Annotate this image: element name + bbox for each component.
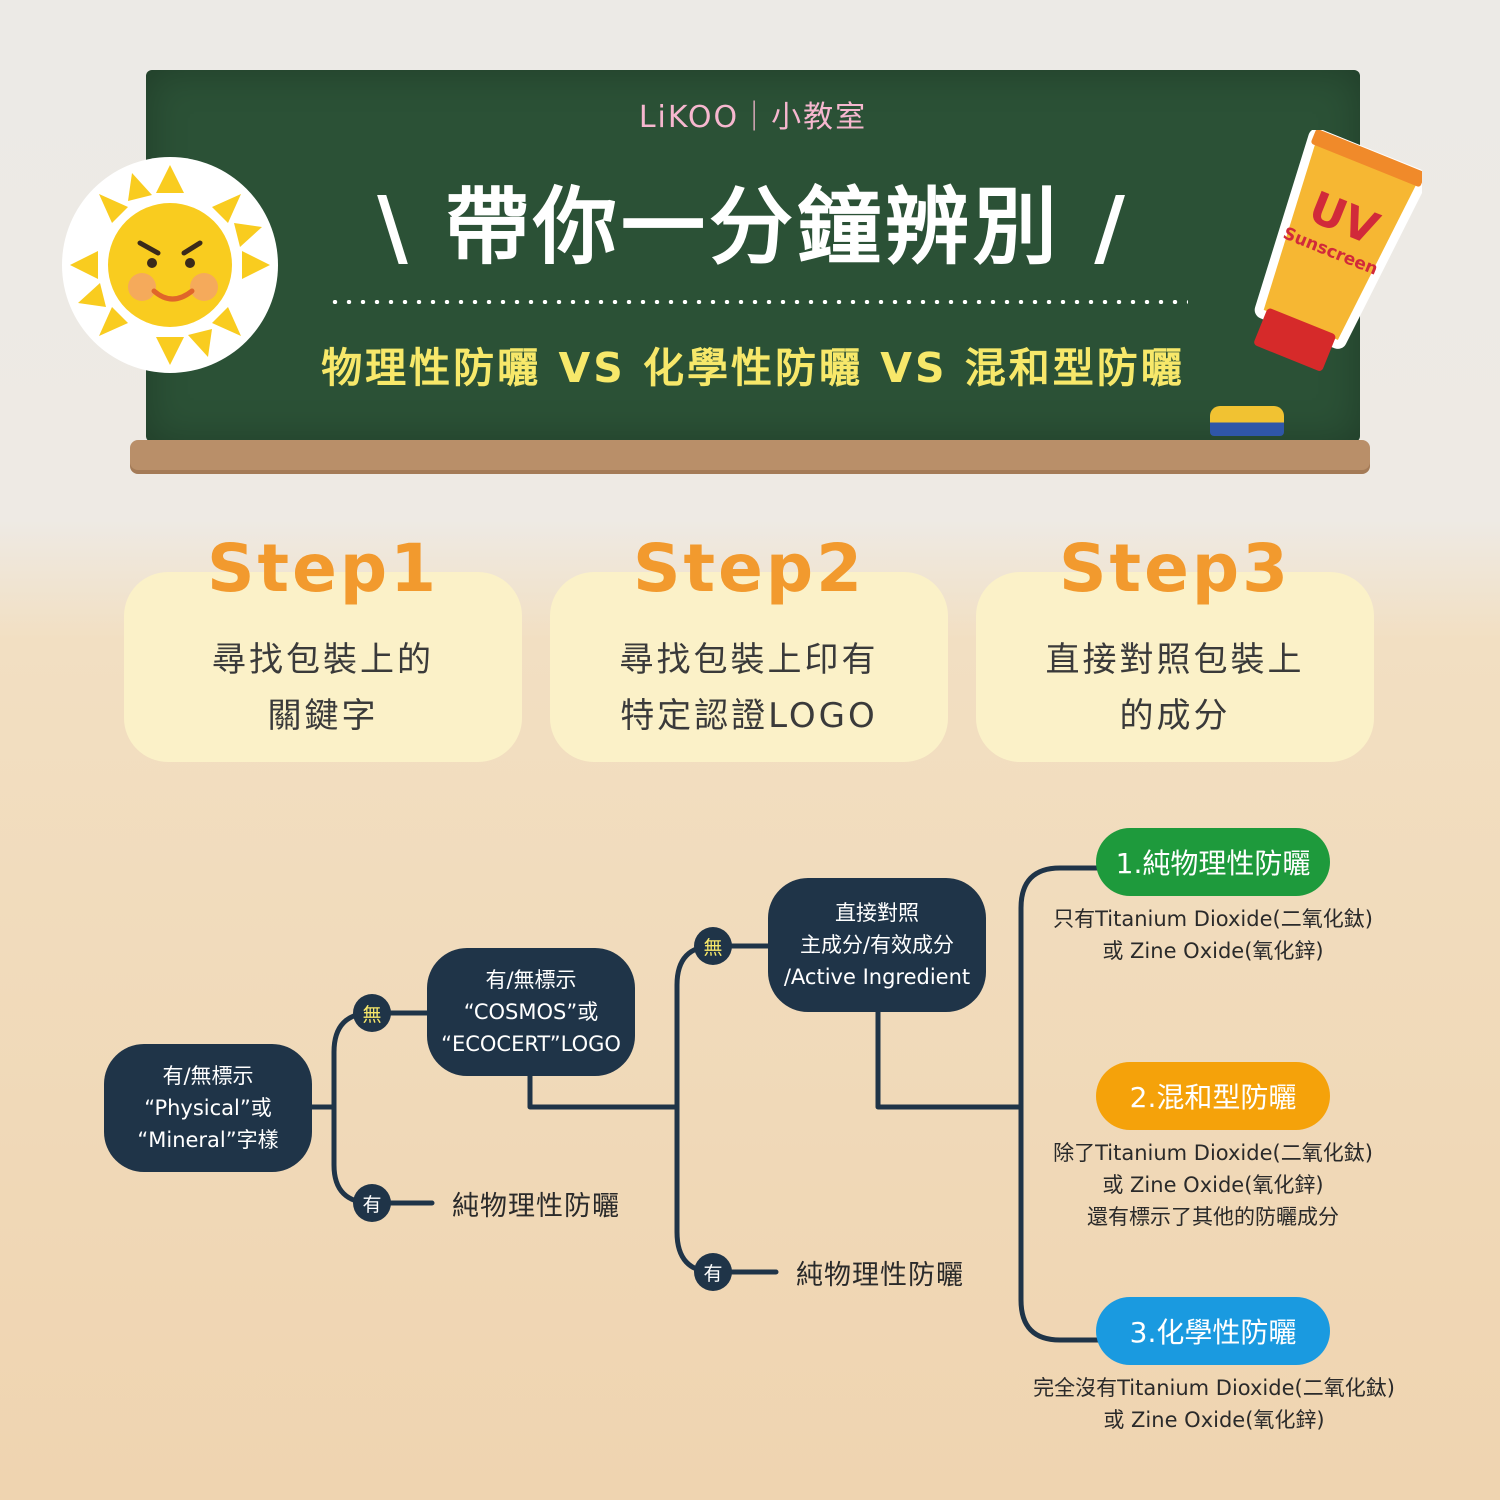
connector-q2-no [674, 943, 773, 1110]
desc1-line1: 只有Titanium Dioxide(二氧化鈦) [1053, 907, 1373, 931]
step1-line1: 尋找包裝上的 [212, 640, 434, 680]
result-pill-pure-physical: 1.純物理性防曬 [1096, 828, 1330, 896]
chalkboard [146, 70, 1360, 442]
chalkboard-ledge [130, 440, 1370, 470]
desc3-line1: 完全沒有Titanium Dioxide(二氧化鈦) [1033, 1376, 1395, 1400]
step1-title: Step1 [206, 530, 439, 607]
branch-yes-badge-q1: 有 [353, 1184, 391, 1222]
q1-line2: “Physical”或 [144, 1096, 272, 1120]
connector-result-1 [1018, 865, 1103, 1110]
desc2-line3: 還有標示了其他的防曬成分 [1087, 1205, 1339, 1229]
connector-q2-out [527, 1073, 680, 1110]
branch-no-badge-q1: 無 [353, 994, 391, 1032]
step1-line2: 關鍵字 [267, 696, 379, 736]
q2-line2: “COSMOS”或 [463, 1000, 599, 1024]
dotted-divider [328, 300, 1188, 304]
step2-title: Step2 [632, 530, 865, 607]
result-pill-chemical: 3.化學性防曬 [1096, 1297, 1330, 1365]
branch-yes-badge-q2: 有 [694, 1253, 732, 1291]
result-pill-hybrid: 2.混和型防曬 [1096, 1062, 1330, 1130]
connector-q3-out [875, 1009, 1024, 1110]
q3-line1: 直接對照 [835, 901, 919, 925]
result-desc-pure-physical: 只有Titanium Dioxide(二氧化鈦) 或 Zine Oxide(氧化… [1018, 903, 1408, 967]
sunscreen-tube-icon: UV Sunscreen [1254, 130, 1422, 371]
q2-line1: 有/無標示 [485, 968, 577, 992]
branch-no-badge-q2: 無 [694, 927, 732, 965]
result-desc-hybrid: 除了Titanium Dioxide(二氧化鈦) 或 Zine Oxide(氧化… [1018, 1137, 1408, 1233]
step1-card [124, 572, 522, 762]
eraser-icon [1210, 406, 1284, 436]
q1-line1: 有/無標示 [162, 1064, 254, 1088]
leaf-pure-physical-2: 純物理性防曬 [796, 1260, 964, 1291]
desc3-line2: 或 Zine Oxide(氧化鋅) [1103, 1408, 1325, 1432]
desc2-line1: 除了Titanium Dioxide(二氧化鈦) [1053, 1141, 1373, 1165]
q3-line3: /Active Ingredient [783, 965, 971, 989]
step3-line2: 的成分 [1119, 696, 1231, 736]
step3-line1: 直接對照包裝上 [1045, 640, 1305, 680]
sun-icon [62, 157, 278, 373]
q1-line3: “Mineral”字樣 [137, 1128, 279, 1152]
connector-q2-yes [674, 1104, 779, 1275]
question-node-cosmos-ecocert: 有/無標示 “COSMOS”或 “ECOCERT”LOGO [427, 948, 635, 1076]
question-node-physical-mineral: 有/無標示 “Physical”或 “Mineral”字樣 [104, 1044, 312, 1172]
headline: \ 帶你一分鐘辨別 / [377, 178, 1129, 276]
result-desc-chemical: 完全沒有Titanium Dioxide(二氧化鈦) 或 Zine Oxide(… [1012, 1372, 1416, 1436]
question-node-active-ingredient: 直接對照 主成分/有效成分 /Active Ingredient [768, 878, 986, 1012]
desc1-line2: 或 Zine Oxide(氧化鋅) [1102, 939, 1324, 963]
subheadline: 物理性防曬 VS 化學性防曬 VS 混和型防曬 [321, 344, 1185, 392]
step2-line2: 特定認證LOGO [620, 696, 878, 736]
step3-title: Step3 [1058, 530, 1291, 607]
step3-text: 直接對照包裝上 的成分 [976, 632, 1374, 744]
q3-line2: 主成分/有效成分 [799, 933, 955, 957]
brand-title: LiKOO｜小教室 [638, 100, 868, 135]
step2-card [550, 572, 948, 762]
step2-line1: 尋找包裝上印有 [619, 640, 879, 680]
step3-card [976, 572, 1374, 762]
step2-text: 尋找包裝上印有 特定認證LOGO [550, 632, 948, 744]
leaf-pure-physical-1: 純物理性防曬 [452, 1191, 620, 1222]
desc2-line2: 或 Zine Oxide(氧化鋅) [1102, 1173, 1324, 1197]
step1-text: 尋找包裝上的 關鍵字 [124, 632, 522, 744]
connector-result-3 [1018, 1104, 1103, 1343]
q2-line3: “ECOCERT”LOGO [441, 1032, 621, 1056]
